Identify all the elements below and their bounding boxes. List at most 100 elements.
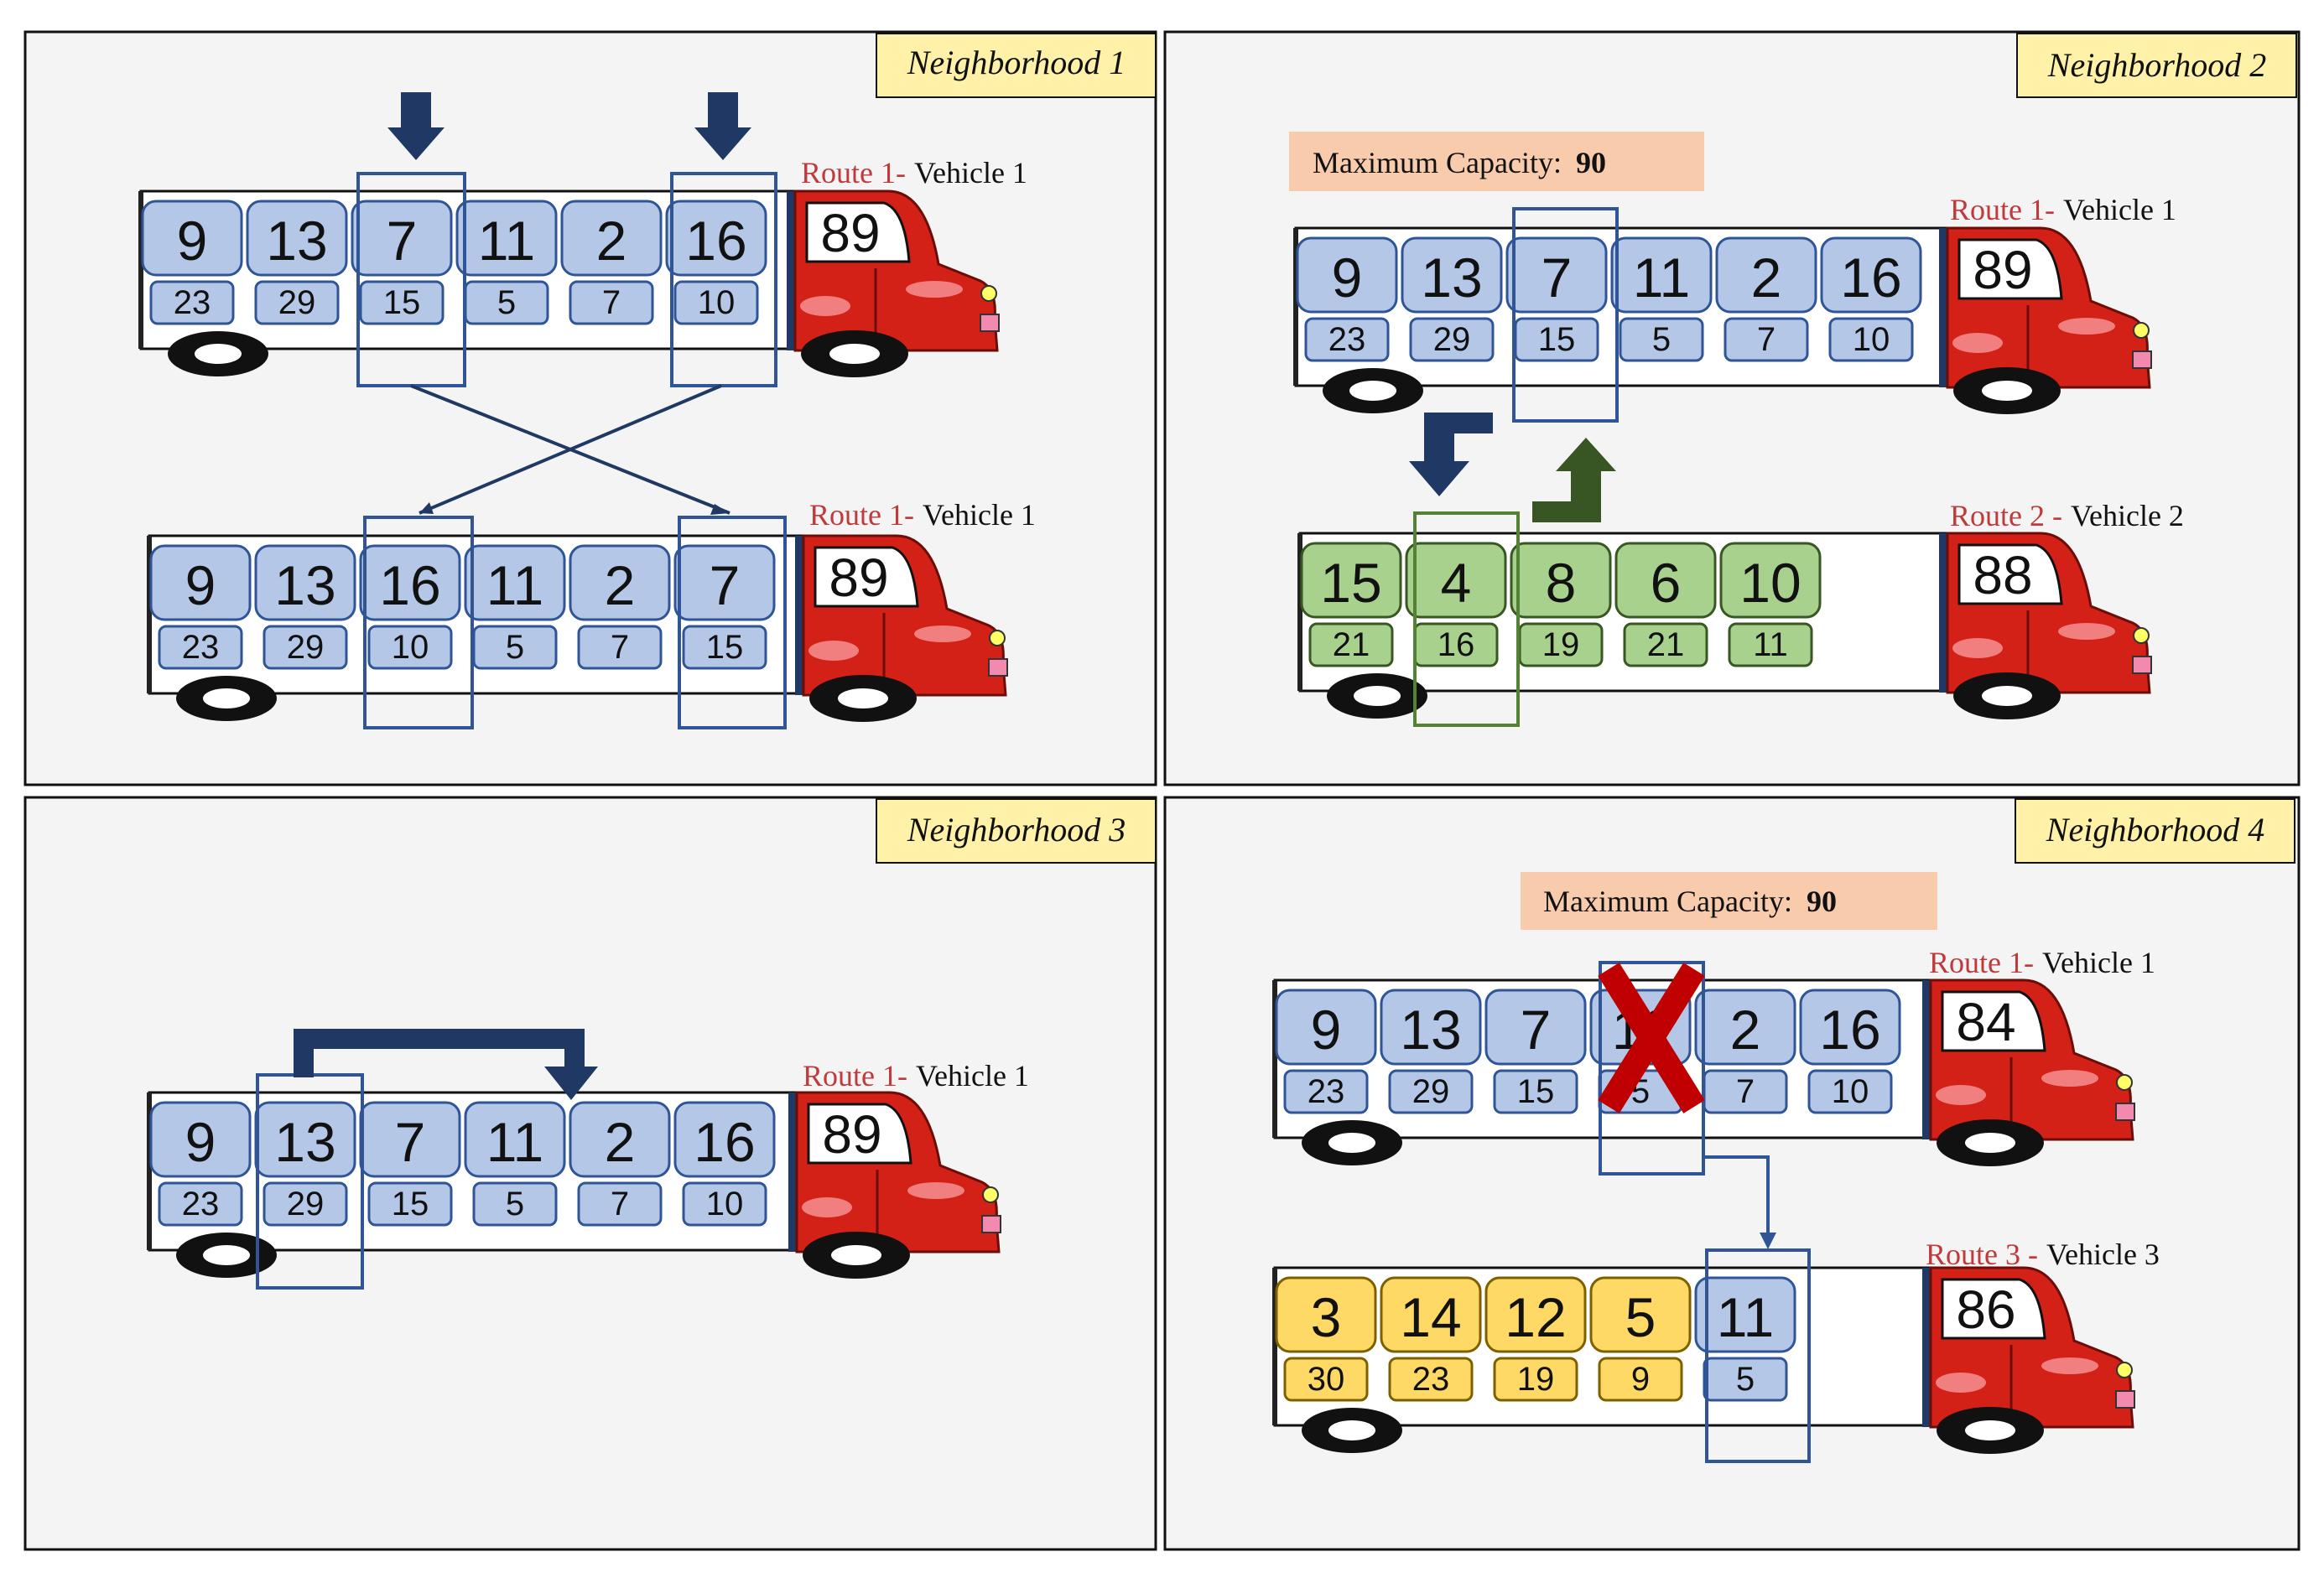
move-down-arrow [1409, 413, 1493, 496]
customer-demand: 5 [506, 629, 524, 666]
customer-demand: 10 [1832, 1073, 1869, 1110]
headlight [982, 1186, 999, 1203]
selection-frame [1705, 1248, 1811, 1463]
customer-demand: 23 [1412, 1361, 1450, 1398]
customer-id: 9 [185, 554, 216, 616]
headlight [980, 285, 997, 302]
customer-box: 923 [1296, 236, 1398, 362]
customer-demand: 15 [392, 1186, 429, 1222]
customer-id: 11 [486, 554, 544, 616]
customer-demand: 15 [1517, 1073, 1555, 1110]
customer-box: 923 [149, 544, 252, 670]
customer-demand: 5 [506, 1186, 524, 1222]
customer-id: 2 [1751, 247, 1782, 309]
selection-frame [1512, 207, 1619, 423]
route-label: Route 2 -Vehicle 2 [1950, 499, 2184, 532]
customer-id: 7 [1542, 247, 1573, 309]
customer-id: 9 [177, 210, 208, 272]
selection-frame [363, 516, 474, 729]
customer-demand: 23 [182, 1186, 220, 1222]
customer-id: 7 [395, 1111, 426, 1173]
cab-window [1957, 543, 2063, 605]
customer-demand: 5 [1736, 1361, 1755, 1398]
headlight [2133, 627, 2150, 644]
cab-window [807, 1103, 912, 1165]
move-up-arrow [1532, 438, 1616, 522]
customer-demand: 5 [1652, 321, 1671, 358]
customer-demand: 10 [392, 629, 429, 666]
load-value: 88 [1973, 545, 2032, 605]
customer-id: 16 [685, 210, 746, 272]
route-label: Route 3 -Vehicle 3 [1926, 1238, 2160, 1271]
customer-id: 15 [1320, 552, 1381, 614]
customer-box: 923 [149, 1101, 252, 1227]
selection-frame [1599, 961, 1705, 1176]
customer-box: 115 [455, 200, 558, 325]
customer-id: 16 [379, 554, 440, 616]
customer-demand: 7 [611, 629, 629, 666]
customer-id: 13 [266, 210, 327, 272]
customer-box: 27 [1694, 989, 1796, 1114]
customer-id: 6 [1651, 552, 1682, 614]
customer-id: 13 [274, 1111, 335, 1173]
customer-demand: 23 [1328, 321, 1366, 358]
customer-demand: 16 [1438, 626, 1475, 663]
remove-cross [1598, 963, 1705, 1113]
down-arrow [694, 92, 751, 160]
customer-demand: 7 [1757, 321, 1775, 358]
customer-id: 16 [1819, 999, 1880, 1061]
customer-box: 819 [1510, 542, 1612, 667]
capacity-box-n4: Maximum Capacity: 90 [1521, 872, 1937, 930]
customer-demand: 19 [1542, 626, 1580, 663]
customer-demand: 10 [706, 1186, 744, 1222]
route-label: Route 1-Vehicle 1 [801, 156, 1027, 189]
customer-box: 27 [569, 544, 671, 670]
customer-demand: 10 [698, 284, 736, 321]
customer-id: 7 [387, 210, 418, 272]
customer-box: 923 [1275, 989, 1377, 1114]
customer-demand: 15 [706, 629, 744, 666]
customer-demand: 11 [1753, 626, 1788, 663]
customer-demand: 23 [182, 629, 220, 666]
customer-box: 115 [464, 544, 566, 670]
customer-id: 8 [1546, 552, 1577, 614]
headlight [2116, 1362, 2133, 1378]
customer-demand: 7 [1736, 1073, 1755, 1110]
capacity-box-n2: Maximum Capacity: 90 [1289, 132, 1704, 191]
load-value: 89 [1973, 240, 2032, 300]
customer-id: 11 [1633, 247, 1691, 309]
customer-id: 2 [605, 1111, 636, 1173]
load-value: 89 [820, 203, 880, 263]
customer-demand: 10 [1853, 321, 1890, 358]
cab-window [814, 546, 919, 608]
svg-text:Maximum Capacity: 90: Maximum Capacity: 90 [1313, 146, 1606, 179]
selection-frame [670, 172, 777, 387]
transfer-arrow [1703, 1155, 1770, 1237]
route-label: Route 1-Vehicle 1 [1950, 193, 2176, 226]
customer-demand: 29 [287, 629, 325, 666]
customer-demand: 21 [1647, 626, 1685, 663]
customer-box: 416 [1405, 542, 1507, 667]
panel-label: Neighborhood 2 [2047, 46, 2266, 84]
customer-id: 11 [1717, 1286, 1775, 1348]
customer-box: 715 [351, 200, 453, 325]
load-value: 84 [1956, 992, 2015, 1052]
customer-demand: 7 [602, 284, 621, 321]
customer-id: 2 [1730, 999, 1761, 1061]
